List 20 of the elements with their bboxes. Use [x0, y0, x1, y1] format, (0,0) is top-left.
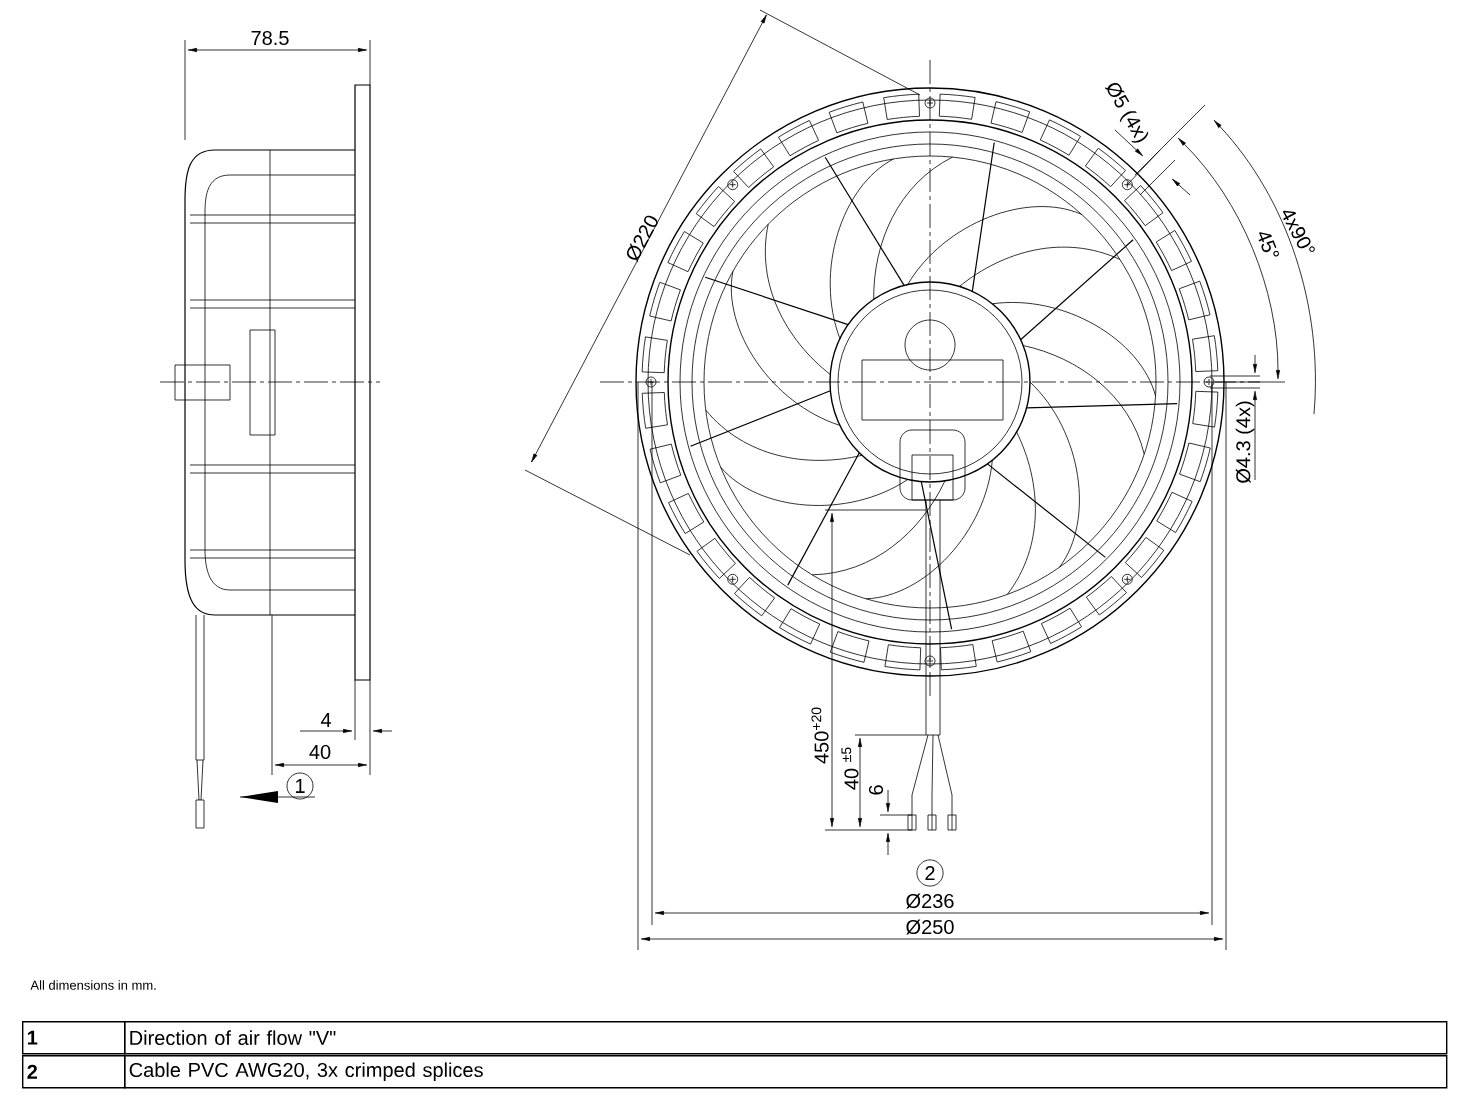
dimension-label: 40: [309, 744, 331, 760]
table-cell: Direction of air flow "V": [124, 1021, 1448, 1055]
dimension-label: Ø5 (4x): [1104, 82, 1149, 143]
table-cell: 1: [22, 1021, 126, 1055]
dimension-label: Ø220: [626, 215, 658, 263]
table-cell: 2: [22, 1055, 126, 1089]
note: All dimensions in mm.: [30, 980, 156, 990]
dimension-label: Ø4.3 (4x): [1235, 401, 1255, 483]
dimension-label: 40 $^{±5}$: [841, 747, 859, 790]
dimension-label: Ø236: [906, 893, 954, 909]
callout-number: 1: [286, 772, 314, 800]
dimension-label: Ø250: [906, 919, 954, 935]
dimension-label: 450$^{+20}$: [811, 707, 829, 764]
dimension-label: 4x90°: [1282, 210, 1315, 252]
dimension-label: 4: [320, 713, 331, 727]
dimension-label: 45°: [1258, 232, 1279, 257]
dimension-label: 6: [868, 785, 884, 795]
dimension-label: 78.5: [251, 30, 289, 46]
callout-number: 2: [916, 859, 944, 887]
table-cell: Cable PVC AWG20, 3x crimped splices: [124, 1055, 1448, 1089]
